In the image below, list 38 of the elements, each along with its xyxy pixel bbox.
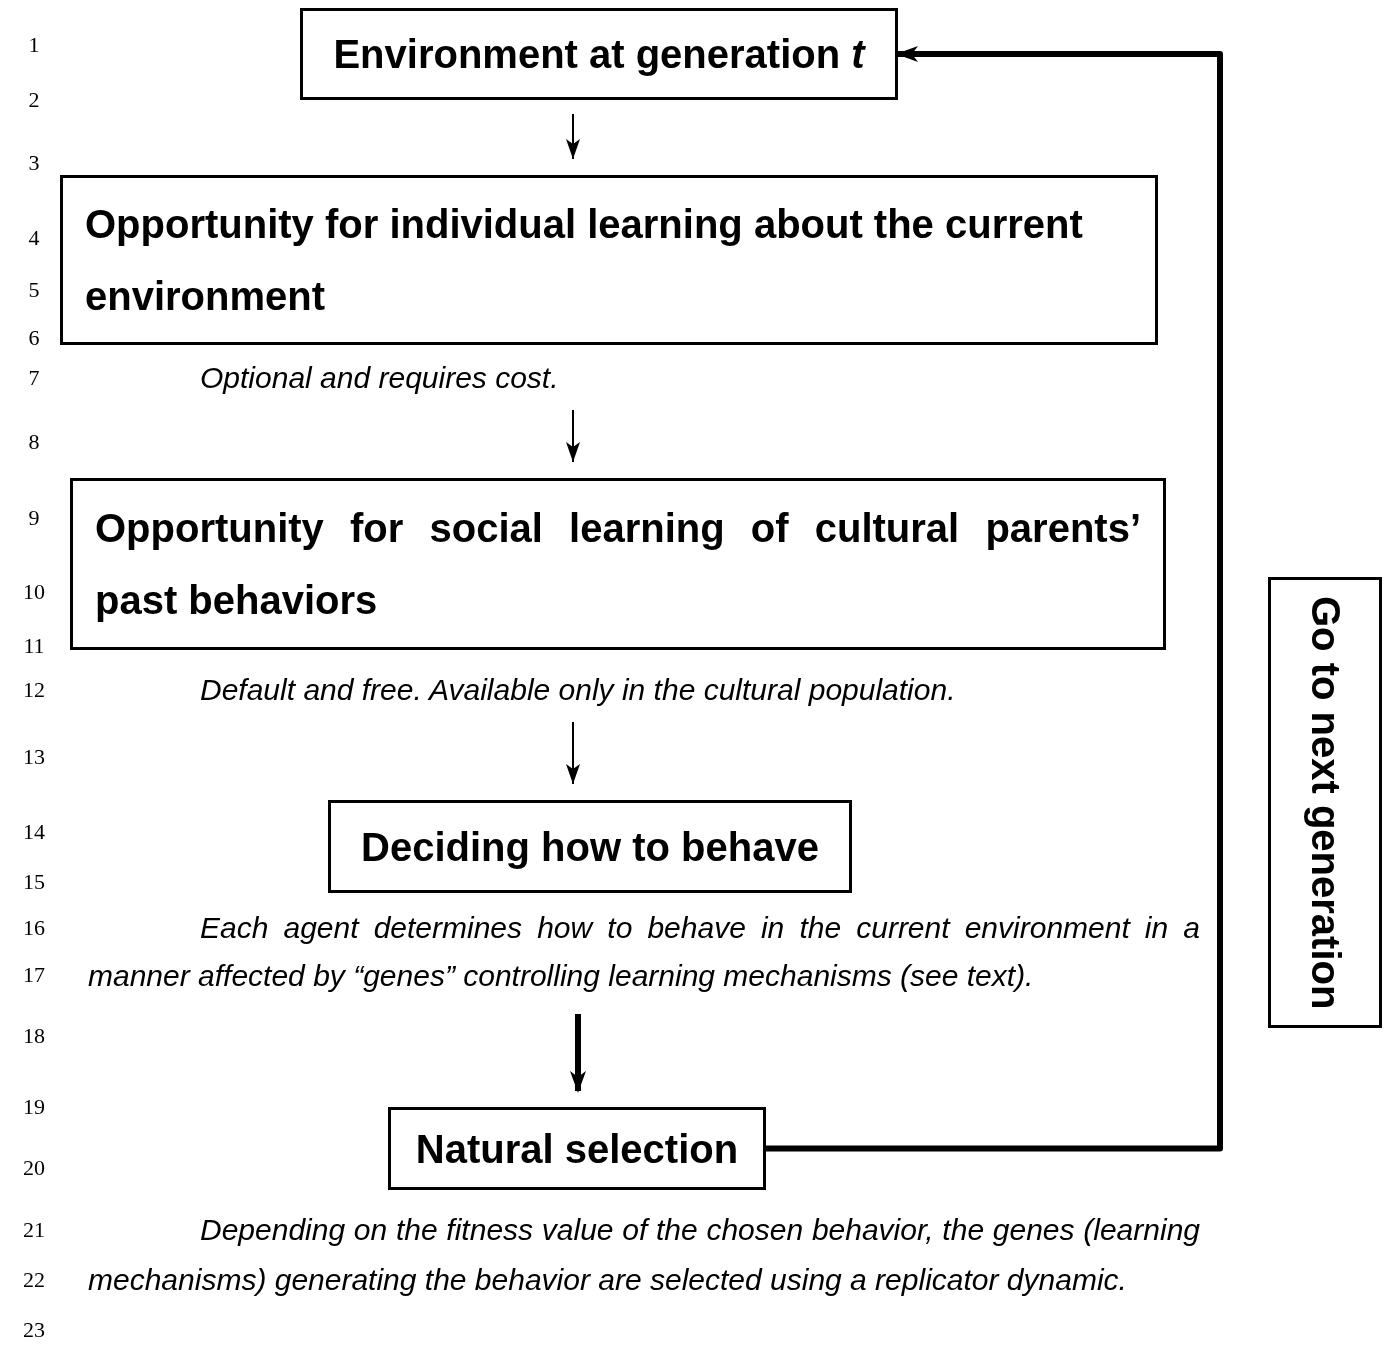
step-note: Default and free. Available only in the cultural population. [200,672,957,708]
step-note: Depending on the fitness value of the chosen behavior, the genes (learning mechanisms) generating the behavior are selected using a replicator dynamic. [88,1212,1200,1298]
line-number: 18 [22,1023,46,1049]
line-number: 9 [27,505,41,531]
line-number: 22 [22,1267,46,1293]
line-number: 15 [22,869,46,895]
line-number: 8 [27,429,41,455]
line-number: 3 [27,150,41,176]
line-number: 4 [27,225,41,251]
process-box: Deciding how to behave [328,800,852,893]
line-number: 11 [22,633,46,659]
line-number: 2 [27,87,41,113]
arrow [766,46,1223,1152]
line-number: 21 [22,1217,46,1243]
process-box: Opportunity for social learning of cultural parents’ past behaviors [70,478,1166,650]
line-number: 23 [22,1317,46,1343]
line-number: 1 [27,32,41,58]
arrow [566,721,580,785]
line-number: 7 [27,365,41,391]
line-number: 16 [22,915,46,941]
line-number: 6 [27,325,41,351]
line-number: 5 [27,277,41,303]
line-number: 10 [22,579,46,605]
arrow [566,113,580,160]
vertical-text-box: Go to next generation [1268,577,1382,1028]
process-box: Environment at generation t [300,8,898,100]
step-note: Each agent determines how to behave in the current environment in a manner affected by “genes” controlling learning mechanisms (see text). [88,910,1200,994]
process-box: Opportunity for individual learning about the current environment [60,175,1158,345]
line-number: 19 [22,1094,46,1120]
line-number: 17 [22,962,46,988]
arrow [570,1014,586,1093]
line-number: 12 [22,677,46,703]
arrow [566,409,580,463]
step-note: Optional and requires cost. [200,360,560,396]
process-box: Natural selection [388,1107,766,1190]
line-number: 13 [22,744,46,770]
line-number: 20 [22,1155,46,1181]
line-number: 14 [22,819,46,845]
